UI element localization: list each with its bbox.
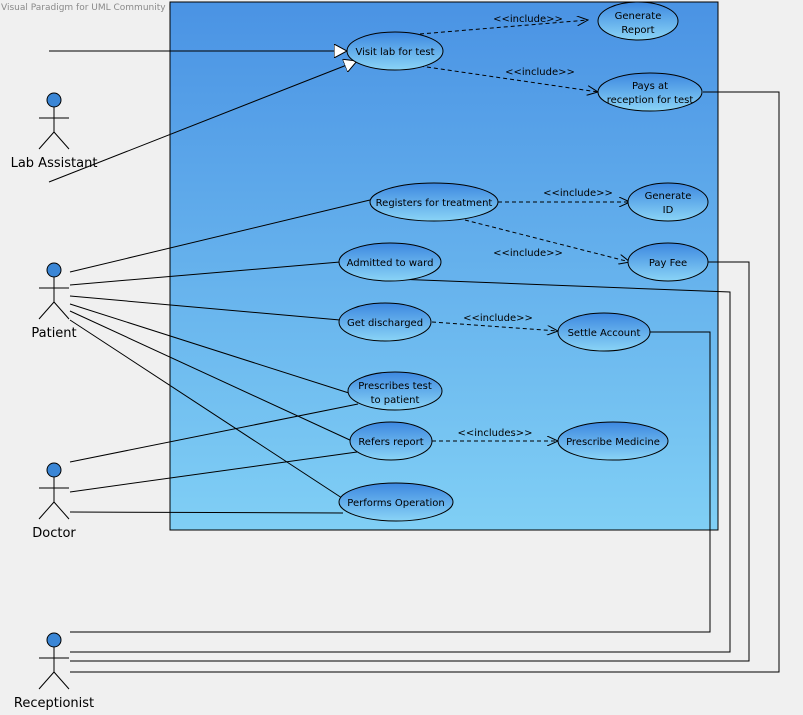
actor-lab-assistant[interactable]: Lab Assistant xyxy=(11,92,98,171)
actor-patient[interactable]: Patient xyxy=(31,262,77,341)
include-visit-genreport xyxy=(419,20,588,35)
include-discharged-settle xyxy=(431,321,558,331)
usecase-label: Refers report xyxy=(358,437,423,448)
include-registers-payfee xyxy=(464,219,630,262)
use-cases: Visit lab for test Generate Report Pays … xyxy=(338,1,709,522)
assoc-patient-discharged xyxy=(69,295,341,321)
usecase-performs-operation[interactable]: Performs Operation xyxy=(338,482,454,522)
assoc-patient-prescribes-test xyxy=(69,303,353,395)
include-label: <<include>> xyxy=(493,14,563,25)
usecase-label: Prescribe Medicine xyxy=(566,437,660,448)
usecase-label: Generate xyxy=(645,191,692,202)
assoc-doctor-operation xyxy=(69,511,344,514)
usecase-pays-reception[interactable]: Pays at reception for test xyxy=(597,72,703,112)
actor-label: Doctor xyxy=(32,526,76,541)
actor-label: Lab Assistant xyxy=(11,156,98,171)
actor-label: Receptionist xyxy=(14,696,94,711)
include-label: <<include>> xyxy=(543,188,613,199)
usecase-label: Prescribes test xyxy=(358,381,432,392)
usecase-label: Pay Fee xyxy=(649,258,687,269)
usecase-generate-id[interactable]: Generate ID xyxy=(627,182,709,222)
usecase-label: Report xyxy=(621,25,654,36)
usecase-label: Settle Account xyxy=(568,328,641,339)
assoc-patient-operation xyxy=(69,319,346,501)
assoc-lab-visit-bottom xyxy=(48,61,357,183)
assoc-patient-admitted xyxy=(69,261,341,286)
associations xyxy=(48,51,780,673)
assoc-patient-registers xyxy=(69,199,371,273)
include-label: <<include>> xyxy=(463,313,533,324)
watermark: Visual Paradigm for UML Community Editio… xyxy=(1,3,314,13)
stick-figure-icon xyxy=(38,262,70,320)
usecase-pay-fee[interactable]: Pay Fee xyxy=(627,242,709,282)
assoc-doctor-refers xyxy=(69,451,358,493)
usecase-settle-account[interactable]: Settle Account xyxy=(557,312,651,352)
assoc-patient-refers xyxy=(69,310,353,442)
usecase-label: Registers for treatment xyxy=(376,198,493,209)
include-label: <<includes>> xyxy=(458,428,533,439)
actor-doctor[interactable]: Doctor xyxy=(32,462,76,541)
usecase-label: Admitted to ward xyxy=(347,258,434,269)
assoc-receptionist-admitted xyxy=(70,278,731,653)
include-visit-pays xyxy=(419,65,598,92)
assoc-receptionist-settle xyxy=(70,331,711,633)
usecase-admitted[interactable]: Admitted to ward xyxy=(338,242,442,282)
usecase-label: Get discharged xyxy=(347,318,423,329)
usecase-discharged[interactable]: Get discharged xyxy=(338,302,432,342)
usecase-label: to patient xyxy=(371,395,420,406)
include-relations xyxy=(419,20,630,441)
actors: Lab Assistant Patient Doctor xyxy=(11,92,98,711)
usecase-registers[interactable]: Registers for treatment xyxy=(369,182,499,222)
stick-figure-icon xyxy=(38,632,70,690)
include-label: <<include>> xyxy=(505,67,575,78)
usecase-prescribes-test[interactable]: Prescribes test to patient xyxy=(347,371,443,411)
stick-figure-icon xyxy=(38,92,70,150)
usecase-label: Performs Operation xyxy=(347,498,444,509)
include-label: <<include>> xyxy=(493,248,563,259)
usecase-generate-report[interactable]: Generate Report xyxy=(597,1,679,41)
usecase-label: ID xyxy=(663,205,674,216)
usecase-refers-report[interactable]: Refers report xyxy=(349,421,433,461)
assoc-doctor-prescribes-test xyxy=(69,403,359,463)
assoc-receptionist-pays-reception xyxy=(70,91,780,673)
usecase-visit-lab[interactable]: Visit lab for test xyxy=(346,31,444,71)
actor-receptionist[interactable]: Receptionist xyxy=(14,632,94,711)
stick-figure-icon xyxy=(38,462,70,520)
usecase-label: Pays at xyxy=(632,81,668,92)
assoc-receptionist-payfee xyxy=(70,261,750,662)
usecase-label: Generate xyxy=(615,11,662,22)
usecase-label: reception for test xyxy=(607,95,694,106)
include-labels: <<include>> <<include>> <<include>> <<in… xyxy=(458,14,613,439)
actor-label: Patient xyxy=(31,326,76,341)
usecase-prescribe-medicine[interactable]: Prescribe Medicine xyxy=(557,421,669,461)
usecase-label: Visit lab for test xyxy=(355,47,434,58)
